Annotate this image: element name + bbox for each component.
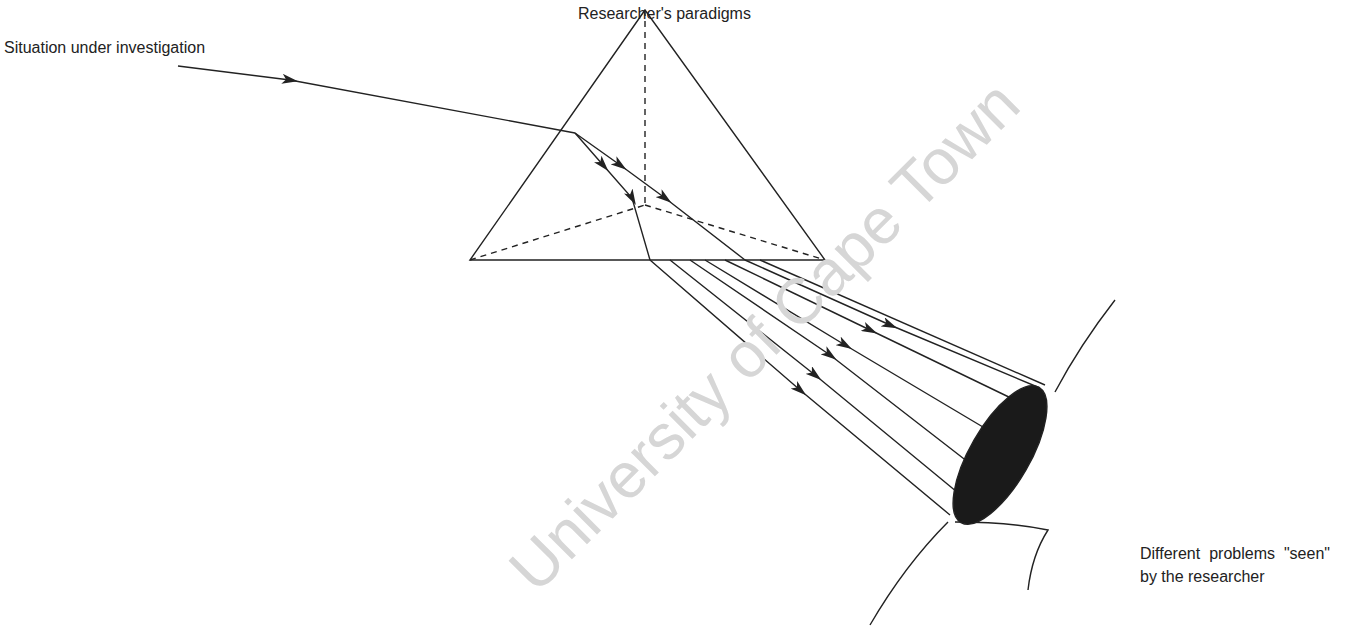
refracted-rays xyxy=(575,133,745,260)
incoming-ray xyxy=(178,66,575,133)
prism-outline xyxy=(470,10,825,260)
watermark: University of Cape Town xyxy=(488,60,1041,613)
output-label: Different problems "seen" by the researc… xyxy=(1140,542,1330,588)
prism-hidden-edges xyxy=(470,10,825,260)
prism-label: Researcher's paradigms xyxy=(578,2,751,25)
input-label: Situation under investigation xyxy=(4,36,205,59)
surface-curve xyxy=(870,300,1115,625)
problem-spot xyxy=(935,372,1065,537)
